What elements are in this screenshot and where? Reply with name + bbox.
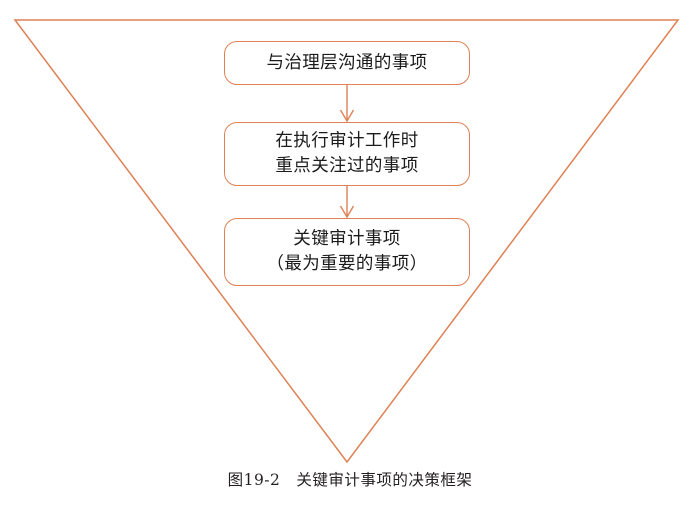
flow-box-2-line-1: 在执行审计工作时 [275,131,419,152]
figure-caption: 图19-2 关键审计事项的决策框架 [227,471,473,489]
triangle-outline [13,19,680,464]
flow-box-3-line-2: （最为重要的事项） [266,254,428,274]
flow-box-communicated-with-governance: 与治理层沟通的事项 [224,41,470,85]
flow-box-1-line-1: 与治理层沟通的事项 [266,52,428,73]
flow-box-2-line-2: 重点关注过的事项 [275,156,419,176]
flow-box-significant-audit-attention: 在执行审计工作时 重点关注过的事项 [224,122,470,186]
flow-box-3-line-1: 关键审计事项 [293,229,401,250]
flow-box-key-audit-matters: 关键审计事项 （最为重要的事项） [224,218,470,286]
